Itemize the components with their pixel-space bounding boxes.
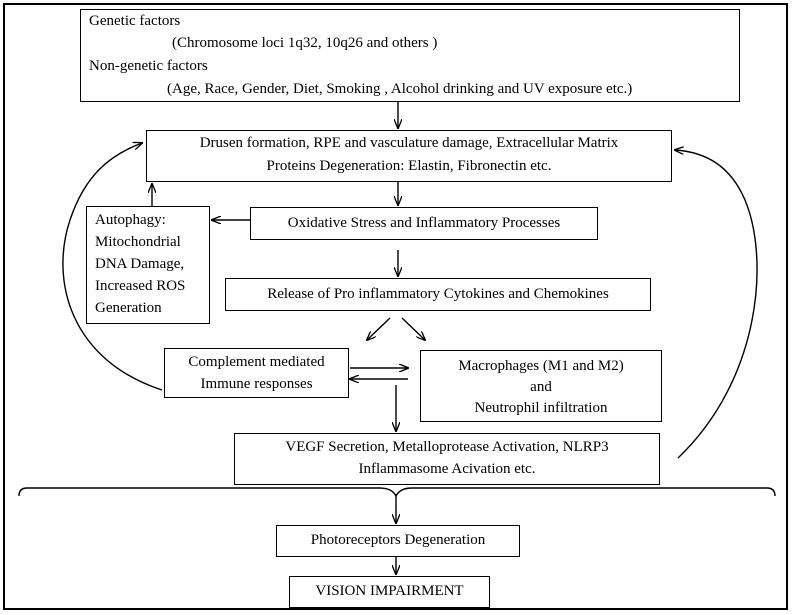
cytokine-release-label: Release of Pro inflammatory Cytokines an… <box>267 286 609 302</box>
vision-impairment-box <box>289 576 490 608</box>
vision-impairment-label: VISION IMPAIRMENT <box>315 583 464 599</box>
photoreceptors-label: Photoreceptors Degeneration <box>310 532 486 548</box>
nongenetic-factors-detail: (Age, Race, Gender, Diet, Smoking , Alco… <box>167 81 633 97</box>
complement-line2: Immune responses <box>200 376 313 392</box>
autophagy-line1: Autophagy: <box>95 212 166 228</box>
oxidative-stress-box <box>250 207 598 240</box>
genetic-factors-detail: (Chromosome loci 1q32, 10q26 and others … <box>172 35 438 51</box>
arrow-complement-to-drusen <box>62 143 163 391</box>
autophagy-line2: Mitochondrial <box>95 234 181 250</box>
drusen-formation-box <box>146 130 672 182</box>
nongenetic-factors-label: Non-genetic factors <box>89 58 208 74</box>
risk-factors-box <box>80 9 740 102</box>
autophagy-line3: DNA Damage, <box>95 256 185 272</box>
macrophages-box <box>420 350 662 422</box>
arrow-release-to-complement <box>367 317 391 340</box>
cytokine-release-box <box>225 278 651 311</box>
macrophages-line3: Neutrophil infiltration <box>474 400 608 416</box>
autophagy-box <box>86 206 210 324</box>
vegf-line2: Inflammasome Acivation etc. <box>358 461 536 477</box>
macrophages-line1: Macrophages (M1 and M2) <box>458 358 624 374</box>
complement-box <box>164 348 349 398</box>
summary-brace <box>18 487 776 498</box>
vegf-line1: VEGF Secretion, Metalloprotease Activati… <box>285 439 609 455</box>
complement-line1: Complement mediated <box>188 354 325 370</box>
photoreceptors-box <box>276 525 520 557</box>
autophagy-line5: Generation <box>95 300 162 316</box>
drusen-formation-line2: Proteins Degeneration: Elastin, Fibronec… <box>266 158 552 174</box>
genetic-factors-label: Genetic factors <box>89 13 181 29</box>
macrophages-line2: and <box>530 379 552 395</box>
arrow-vegf-to-drusen <box>675 150 758 459</box>
oxidative-stress-label: Oxidative Stress and Inflammatory Proces… <box>287 215 561 231</box>
outer-frame <box>3 3 788 610</box>
vegf-box <box>234 433 660 485</box>
drusen-formation-line1: Drusen formation, RPE and vasculature da… <box>199 135 619 151</box>
autophagy-line4: Increased ROS <box>95 278 186 294</box>
arrow-release-to-macrophages <box>401 317 425 340</box>
